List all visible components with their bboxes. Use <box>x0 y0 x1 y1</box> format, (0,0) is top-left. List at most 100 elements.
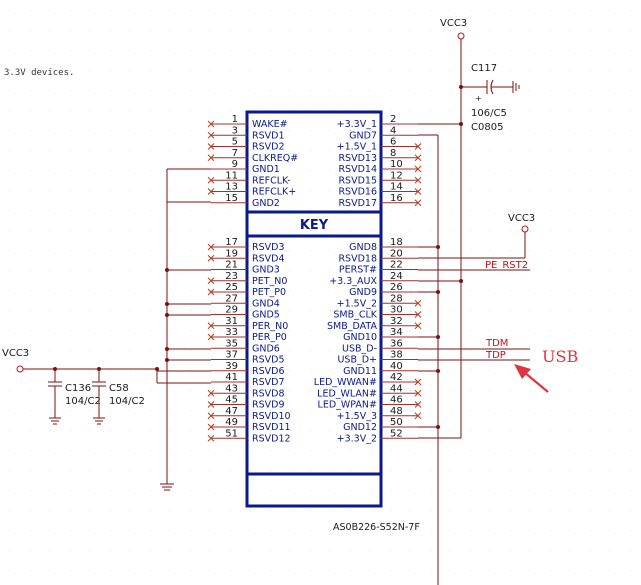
pin-name-right: RSVD18 <box>338 253 377 264</box>
pin-name-left: RSVD9 <box>252 400 285 411</box>
pin-number-right: 34 <box>390 327 403 338</box>
c117-ref: C117 <box>471 63 497 74</box>
pin-name-right: RSVD15 <box>338 175 377 186</box>
junction <box>165 268 169 272</box>
power-terminal-left <box>16 365 24 373</box>
pin-number-left: 25 <box>225 282 238 293</box>
pin-number-right: 44 <box>390 383 403 394</box>
pin-number-left: 43 <box>225 383 238 394</box>
pin-name-left: GND6 <box>252 343 280 354</box>
pin-name-right: GND8 <box>349 242 377 253</box>
junction <box>459 85 463 89</box>
pin-name-left: RSVD2 <box>252 142 285 153</box>
pin-number-left: 33 <box>225 327 238 338</box>
junction <box>436 369 440 373</box>
pin-number-right: 24 <box>390 271 403 282</box>
pin-name-right: GND11 <box>343 366 377 377</box>
capacitor-c58 <box>92 367 106 425</box>
pin-number-right: 14 <box>390 182 403 193</box>
pin-name-right: +1.5V_2 <box>337 298 377 309</box>
pin-number-right: 46 <box>390 395 403 406</box>
junction <box>165 347 169 351</box>
pin-name-left: CLKREQ# <box>252 153 298 164</box>
pin-name-left: GND1 <box>252 164 280 175</box>
pin-number-left: 21 <box>225 260 238 271</box>
pin-number-right: 30 <box>390 305 403 316</box>
junction <box>459 279 463 283</box>
pin-number-left: 31 <box>225 316 238 327</box>
pin-name-right: LED_WPAN# <box>318 400 377 411</box>
pin-number-left: 39 <box>225 361 238 372</box>
pin-name-right: SMB_DATA <box>327 321 377 332</box>
pin-number-left: 27 <box>225 293 238 304</box>
pin-name-right: +3.3V_1 <box>337 119 377 130</box>
pin-name-left: REFCLK+ <box>252 187 296 198</box>
pin-name-right: PERST# <box>339 265 377 276</box>
c136-ref: C136 <box>65 383 91 394</box>
c58-value: 104/C2 <box>109 396 145 407</box>
pin-number-right: 40 <box>390 361 403 372</box>
pin-name-left: RSVD5 <box>252 355 285 366</box>
pin-name-left: RSVD10 <box>252 411 291 422</box>
pin-number-right: 48 <box>390 406 403 417</box>
power-label-top: VCC3 <box>440 18 467 29</box>
pin-number-right: 10 <box>390 159 403 170</box>
capacitor-c117 <box>486 79 520 95</box>
pin-name-right: +3.3_AUX <box>329 276 377 287</box>
pin-name-left: RSVD1 <box>252 130 285 141</box>
pin-name-left: RSVD12 <box>252 433 291 444</box>
pin-name-right: RSVD16 <box>338 187 377 198</box>
pin-number-right: 42 <box>390 372 403 383</box>
pin-number-right: 4 <box>390 125 396 136</box>
c117-footprint: C0805 <box>471 122 503 133</box>
net-label-pe-rst: PE_RST2 <box>485 260 528 271</box>
pin-number-right: 22 <box>390 260 403 271</box>
pin-number-right: 26 <box>390 282 403 293</box>
ground-symbol <box>160 483 174 491</box>
c58-ref: C58 <box>109 383 129 394</box>
pin-name-left: PER_P0 <box>252 332 287 343</box>
power-terminal-right <box>521 225 529 233</box>
pin-number-right: 12 <box>390 170 403 181</box>
pin-number-left: 37 <box>225 350 238 361</box>
junction <box>436 335 440 339</box>
pin-number-left: 19 <box>225 248 238 259</box>
power-label-right: VCC3 <box>508 213 535 224</box>
pin-name-right: +3.3V_2 <box>337 433 377 444</box>
pin-name-right: RSVD17 <box>338 198 377 209</box>
pin-name-right: SMB_CLK <box>333 310 377 321</box>
pin-number-left: 51 <box>225 428 238 439</box>
junction <box>436 425 440 429</box>
pin-name-left: RSVD7 <box>252 377 285 388</box>
pin-name-left: GND4 <box>252 298 280 309</box>
right-wiring: VCC3 C117 + 106/C5 C0805 <box>418 18 535 585</box>
connector-body: KEY <box>245 110 383 508</box>
pin-number-left: 49 <box>225 417 238 428</box>
c117-value: 106/C5 <box>471 108 507 119</box>
part-number: AS0B226-S52N-7F <box>333 522 420 533</box>
pin-number-right: 6 <box>390 137 396 148</box>
pin-number-left: 1 <box>232 114 238 125</box>
pin-name-right: GND9 <box>349 287 377 298</box>
pin-name-left: PET_N0 <box>252 276 287 287</box>
pin-number-left: 47 <box>225 406 238 417</box>
pin-name-right: LED_WWAN# <box>314 377 377 388</box>
pin-name-right: GND7 <box>349 130 377 141</box>
junction <box>436 290 440 294</box>
pin-number-right: 16 <box>390 193 403 204</box>
